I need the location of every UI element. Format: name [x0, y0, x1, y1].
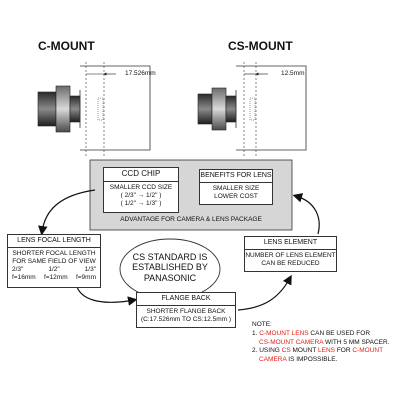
focal-0: f=16mm — [12, 274, 36, 282]
flange-back-box: FLANGE BACK SHORTER FLANGE BACK (C:17.52… — [136, 292, 236, 328]
lens-focal-line1: SHORTER FOCAL LENGTH — [12, 249, 96, 257]
note-item-2-cmount: C-MOUNT — [352, 347, 384, 355]
lens-element-header: LENS ELEMENT — [245, 237, 336, 250]
benefits-line2: LOWER COST — [214, 192, 258, 200]
advantage-caption: ADVANTAGE FOR CAMERA & LENS PACKAGE — [120, 216, 262, 223]
ccd-chip-line2: ( 2/3" → 1/2" ) — [120, 191, 162, 199]
note-item-2-for: FOR — [336, 347, 351, 355]
size-2: 1/3" — [84, 265, 96, 273]
note-item-1-camera: CAMERA — [295, 338, 324, 346]
note-item-2-camera: CAMERA — [259, 356, 287, 364]
benefits-box: BENEFITS FOR LENS SMALLER SIZE LOWER COS… — [199, 169, 273, 205]
flow-arrow-left — [38, 189, 96, 236]
flange-back-line1: SHORTER FLANGE BACK — [146, 307, 226, 315]
flow-arrow-bottom-left — [75, 283, 138, 306]
note-item-1: 1. C-MOUNT LENS CAN BE USED FOR CS-MOUNT… — [252, 330, 398, 348]
note-item-1-lens: LENS — [291, 329, 309, 337]
cs-mount-dimension: 12.5mm — [281, 70, 305, 77]
note-item-2-impossible: IS IMPOSSIBLE. — [288, 356, 338, 364]
note-title: NOTE: — [252, 321, 272, 328]
note-item-1-cmount: C-MOUNT — [259, 329, 290, 337]
lens-element-line2: CAN BE REDUCED — [261, 259, 320, 267]
flange-back-header: FLANGE BACK — [137, 293, 235, 306]
note-item-2-using: USING — [259, 347, 280, 355]
lens-sizes-row: 2/3" 1/2" 1/3" — [8, 266, 100, 274]
lens-element-box: LENS ELEMENT NUMBER OF LENS ELEMENT CAN … — [244, 236, 337, 272]
lens-focal-header: LENS FOCAL LENGTH — [8, 235, 100, 248]
flow-arrow-bottom-right — [237, 274, 292, 311]
lens-focal-length-box: LENS FOCAL LENGTH SHORTER FOCAL LENGTH F… — [7, 234, 101, 288]
cs-mount-title: CS-MOUNT — [228, 39, 293, 53]
notes-block: NOTE: 1. C-MOUNT LENS CAN BE USED FOR CS… — [252, 321, 398, 365]
lens-element-line1: NUMBER OF LENS ELEMENT — [245, 251, 336, 259]
note-item-1-spacer: WITH 5 MM SPACER. — [324, 338, 390, 346]
cs-standard-line1: CS STANDARD IS — [132, 252, 208, 262]
note-item-2: 2. USING CS MOUNT LENS FOR C-MOUNT CAMER… — [252, 347, 398, 365]
benefits-header: BENEFITS FOR LENS — [200, 170, 272, 183]
size-0: 2/3" — [12, 265, 24, 273]
lens-focals-row: f=16mm f=12mm f=9mm — [8, 274, 100, 282]
note-item-2-mount: MOUNT — [292, 347, 317, 355]
size-1: 1/2" — [48, 265, 60, 273]
lens-focal-line2: FOR SAME FIELD OF VIEW — [12, 257, 96, 265]
cs-mount-lens-icon — [197, 62, 307, 156]
cs-standard-line3: PANASONIC — [143, 272, 197, 283]
note-item-2-cs: CS — [281, 347, 291, 355]
benefits-line1: SMALLER SIZE — [212, 184, 260, 192]
c-mount-dimension: 17.526mm — [125, 70, 156, 77]
note-item-1-number: 1. — [252, 329, 258, 337]
focal-1: f=12mm — [43, 274, 68, 282]
ccd-chip-header: CCD CHIP — [104, 168, 178, 182]
cs-standard-line2: ESTABLISHED BY — [132, 262, 208, 273]
note-item-2-lens: LENS — [318, 347, 335, 355]
flow-arrow-right — [292, 193, 320, 235]
cs-standard-text: CS STANDARD IS ESTABLISHED BY PANASONIC — [120, 252, 220, 283]
note-item-2-number: 2. — [252, 347, 258, 355]
focal-2: f=9mm — [75, 274, 96, 282]
note-item-1-text: CAN BE USED FOR — [310, 329, 371, 337]
c-mount-lens-icon — [37, 62, 151, 156]
ccd-chip-line3: ( 1/2" → 1/3" ) — [120, 200, 162, 208]
note-item-1-csmount: CS-MOUNT — [259, 338, 294, 346]
c-mount-title: C-MOUNT — [38, 39, 95, 53]
ccd-chip-line1: SMALLER CCD SIZE — [109, 183, 173, 191]
ccd-chip-box: CCD CHIP SMALLER CCD SIZE ( 2/3" → 1/2" … — [103, 167, 179, 213]
flange-back-line2: (C:17.526mm TO CS:12.5mm ) — [140, 315, 232, 323]
